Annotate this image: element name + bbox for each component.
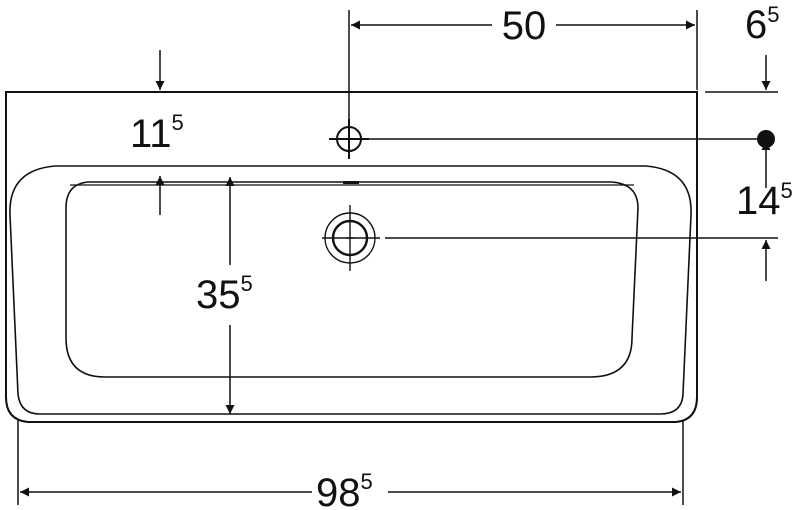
dimension-basin-depth: 355 xyxy=(192,177,270,414)
svg-text:985: 985 xyxy=(316,469,373,510)
dimension-basin-depth-value: 35 xyxy=(196,273,241,317)
dimension-overall-width-value: 98 xyxy=(316,471,361,510)
dimension-front-offset-superscript: 5 xyxy=(172,110,184,135)
dimension-overall-width: 985 xyxy=(20,468,681,510)
dimension-front-offset: 115 xyxy=(130,50,184,215)
basin-outline xyxy=(5,91,698,423)
svg-text:50: 50 xyxy=(502,4,547,48)
dimension-tap-to-drain-superscript: 5 xyxy=(781,178,793,203)
basin-rim xyxy=(9,165,692,415)
dimension-overall-width-superscript: 5 xyxy=(361,469,373,494)
dimension-tap-hole-spacing: 50 xyxy=(351,4,695,48)
dimension-top-edge-value: 6 xyxy=(745,3,767,47)
dimension-top-edge-superscript: 5 xyxy=(767,2,779,27)
basin-outer-edge xyxy=(5,91,698,423)
svg-text:355: 355 xyxy=(196,271,253,317)
dimension-front-offset-value: 11 xyxy=(130,112,172,156)
extension-lines xyxy=(17,10,778,505)
dimension-top-edge-to-tap-hole: 65 xyxy=(745,2,780,188)
svg-text:145: 145 xyxy=(736,178,793,223)
dimension-tap-to-drain-value: 14 xyxy=(736,179,781,223)
svg-text:65: 65 xyxy=(745,2,780,47)
overflow-slot xyxy=(343,181,359,184)
basin-bowl xyxy=(65,181,639,378)
dimension-tap-to-drain: 145 xyxy=(736,178,793,281)
dimension-tap-hole-spacing-value: 50 xyxy=(502,4,547,48)
drain-symbol xyxy=(322,205,380,271)
svg-text:115: 115 xyxy=(130,110,184,156)
dimension-basin-depth-superscript: 5 xyxy=(241,271,253,296)
